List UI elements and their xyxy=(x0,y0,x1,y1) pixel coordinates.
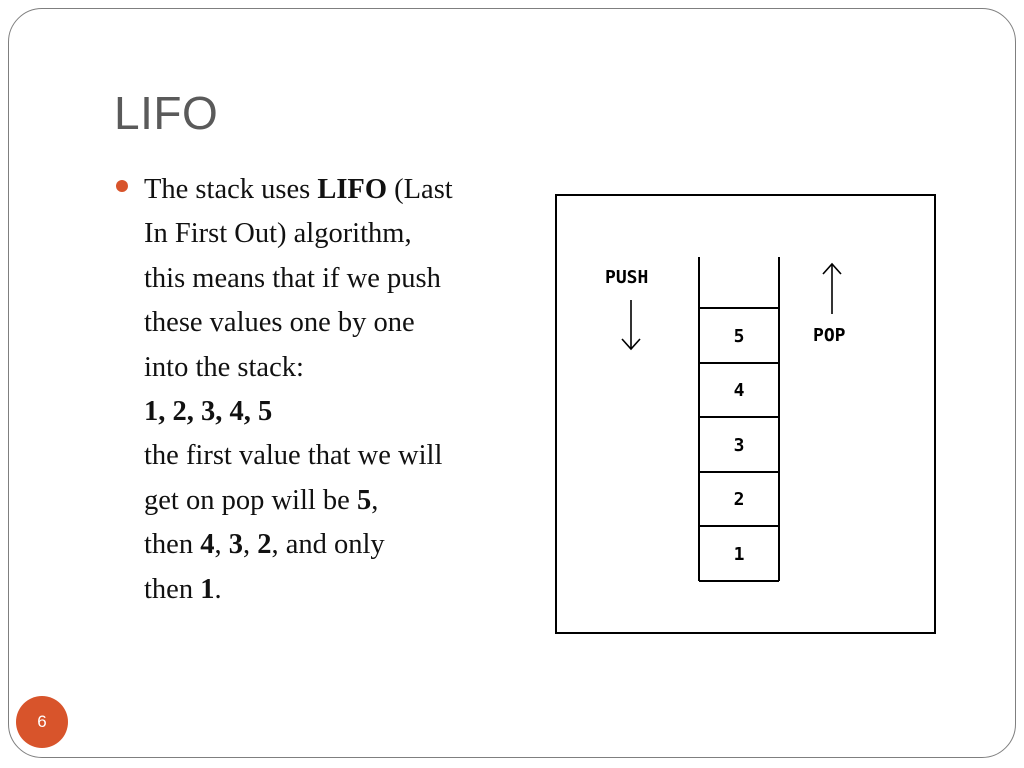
text-line-4: these values one by one xyxy=(144,307,415,339)
text-line-6: 1, 2, 3, 4, 5 xyxy=(144,396,273,428)
stack-cell-3: 3 xyxy=(734,435,745,456)
stack-container xyxy=(698,257,780,582)
push-label: PUSH xyxy=(605,267,648,288)
diagram-border xyxy=(555,194,936,634)
text-line-3: this means that if we push xyxy=(144,262,441,294)
arrow-up-icon xyxy=(822,262,842,314)
stack-cell-2: 2 xyxy=(734,489,745,510)
arrow-down-icon xyxy=(621,300,641,351)
pop-label: POP xyxy=(813,325,846,346)
slide-title: LIFO xyxy=(114,87,219,139)
stack-cell-1: 1 xyxy=(734,544,745,565)
text-line-2: In First Out) algorithm, xyxy=(144,218,412,250)
text-line-5: into the stack: xyxy=(144,351,304,383)
bullet-text: The stack uses LIFO (Last In First Out) … xyxy=(144,168,514,612)
stack-diagram: PUSH POP 5 4 3 2 1 xyxy=(555,194,937,636)
text-line-7: the first value that we will xyxy=(144,440,443,472)
text-line-9: then 4, 3, 2, and only xyxy=(144,529,385,561)
stack-cell-5: 5 xyxy=(734,326,745,347)
text-line-8: get on pop will be 5, xyxy=(144,484,379,516)
text-line-1: The stack uses LIFO (Last xyxy=(144,174,453,205)
bullet-dot-icon xyxy=(116,180,128,192)
page-number-badge: 6 xyxy=(16,696,68,748)
text-line-10: then 1. xyxy=(144,573,222,605)
stack-cell-4: 4 xyxy=(734,380,745,401)
